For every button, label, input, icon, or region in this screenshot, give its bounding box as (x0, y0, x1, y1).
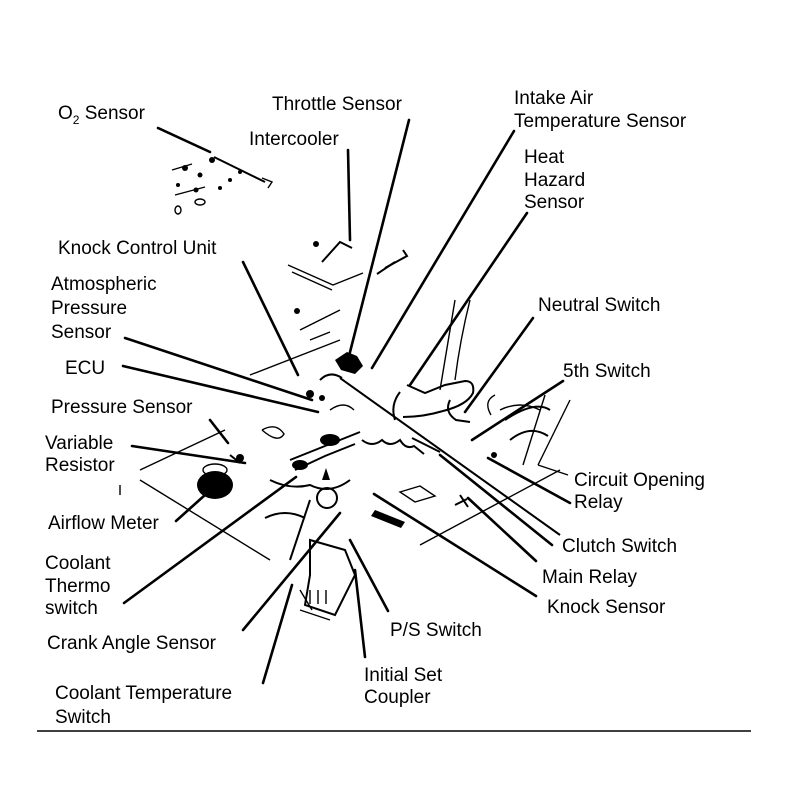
labels: O2 Sensor Throttle Sensor Intercooler In… (45, 88, 705, 728)
label-5th-switch: 5th Switch (563, 361, 651, 382)
engine-illustration (119, 156, 571, 621)
label-coolant-thermo-line3: switch (45, 598, 98, 619)
leader-circuit-opening-relay (486, 456, 572, 505)
label-atmospheric-line2: Pressure (51, 298, 127, 319)
heat-hazard-panel (392, 299, 475, 421)
leader-initial-set-coupler (353, 568, 367, 659)
leader-clutch-switch (438, 453, 554, 547)
label-airflow-meter: Airflow Meter (48, 513, 160, 534)
leader-pressure-sensor (208, 418, 230, 445)
leader-atmospheric-pressure (123, 336, 314, 402)
exhaust-cluster (171, 156, 274, 215)
leader-intake-air-temp (370, 129, 516, 370)
transmission (447, 394, 571, 476)
throttle-body (306, 352, 363, 401)
label-knock-control-unit: Knock Control Unit (58, 238, 217, 259)
label-ecu: ECU (65, 358, 105, 379)
label-circuit-opening-line2: Relay (574, 492, 623, 513)
leader-crank-angle-sensor (241, 511, 342, 632)
label-intake-air-temp-line1: Intake Air (514, 88, 594, 109)
label-intercooler: Intercooler (249, 129, 339, 150)
label-clutch-switch: Clutch Switch (562, 536, 677, 557)
label-knock-sensor: Knock Sensor (547, 597, 666, 618)
leader-intercooler (346, 148, 352, 242)
label-variable-resistor-line1: Variable (45, 433, 113, 454)
leader-knock-sensor (372, 492, 538, 598)
leader-lines (121, 118, 572, 685)
leader-heat-hazard (408, 211, 529, 387)
leader-airflow-meter (174, 493, 207, 523)
label-circuit-opening-line1: Circuit Opening (574, 470, 705, 491)
label-coolant-thermo-line1: Coolant (45, 553, 111, 574)
label-atmospheric-line1: Atmospheric (51, 274, 157, 295)
lower-cluster (299, 468, 469, 621)
label-neutral-switch: Neutral Switch (538, 295, 661, 316)
label-coolant-temp-line1: Coolant Temperature (55, 683, 232, 704)
intake-manifold (264, 431, 425, 561)
airflow-meter-part (197, 454, 244, 499)
leader-main-relay (466, 496, 538, 563)
label-variable-resistor-line2: Resistor (45, 455, 115, 476)
leader-coolant-temp-switch (261, 583, 294, 685)
label-pressure-sensor: Pressure Sensor (51, 397, 193, 418)
leader-coolant-thermo (122, 475, 298, 605)
label-heat-hazard-line1: Heat (524, 147, 565, 168)
leader-neutral-switch (463, 316, 535, 414)
label-coolant-thermo-line2: Thermo (45, 576, 110, 597)
leader-ecu (121, 364, 320, 414)
leader-o2-sensor (156, 126, 212, 154)
label-atmospheric-line3: Sensor (51, 322, 112, 343)
leader-knock-control-unit (241, 260, 300, 377)
leader-ps-switch (348, 538, 390, 613)
label-coolant-temp-line2: Switch (55, 707, 111, 728)
label-throttle-sensor: Throttle Sensor (272, 94, 403, 115)
label-ps-switch: P/S Switch (390, 620, 482, 641)
intercooler-part (287, 240, 409, 341)
leader-5th-switch (470, 379, 565, 442)
label-heat-hazard-line2: Hazard (524, 170, 585, 191)
label-o2-sensor: O2 Sensor (58, 103, 146, 127)
leader-variable-resistor (130, 444, 247, 465)
label-intake-air-temp-line2: Temperature Sensor (514, 111, 687, 132)
leader-throttle-sensor (346, 118, 411, 362)
label-heat-hazard-line3: Sensor (524, 192, 585, 213)
label-crank-angle-sensor: Crank Angle Sensor (47, 633, 217, 654)
label-main-relay: Main Relay (542, 567, 638, 588)
engine-deck (139, 339, 561, 561)
label-initial-set-line2: Coupler (364, 687, 431, 708)
label-initial-set-line1: Initial Set (364, 665, 443, 686)
